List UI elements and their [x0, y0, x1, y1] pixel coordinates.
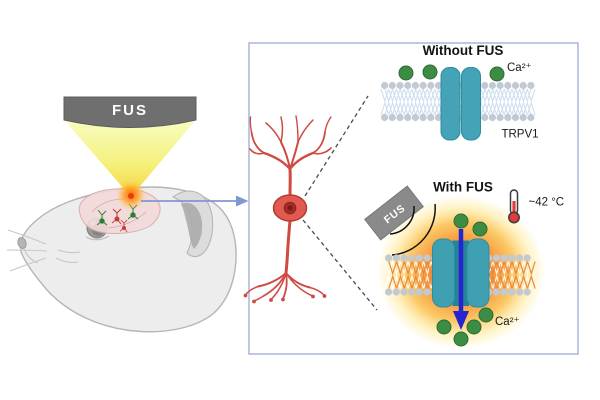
mini-neuron-red-icon: [119, 219, 128, 233]
calcium-ion: [472, 221, 488, 237]
calcium-label: Ca²⁺: [507, 62, 532, 74]
neuron-icon: [243, 115, 332, 304]
fus-mini-transducer-icon: FUS: [364, 185, 424, 241]
mini-neuron-green-icon: [96, 209, 108, 226]
calcium-ion: [466, 319, 482, 335]
without-fus-section: Without FUS Ca²⁺ TRPV1: [380, 43, 539, 141]
brain-neurons: [96, 203, 139, 233]
fus-transducer-icon: FUS: [63, 96, 197, 128]
with-fus-title: With FUS: [433, 180, 493, 195]
mini-neuron-red-icon: [111, 208, 122, 225]
fus-transducer-body: [63, 96, 197, 128]
mouse-eyelid-line: [85, 235, 110, 241]
ultrasound-cone: [66, 122, 194, 197]
temperature-label: ~42 °C: [529, 197, 565, 209]
mouse-head: [6, 186, 237, 333]
calcium-label: Ca²⁺: [495, 316, 520, 328]
focal-spot-dot: [128, 193, 134, 199]
calcium-ion: [436, 319, 452, 335]
trpv1-channel-open-icon: [432, 238, 490, 308]
calcium-influx-arrow: [453, 229, 469, 330]
dashed-guide-bottom: [302, 219, 378, 311]
sound-waves-icon: [389, 203, 436, 256]
mouse-ear-inner-icon: [181, 202, 203, 249]
without-fus-title: Without FUS: [423, 43, 504, 58]
trpv1-channel-closed-icon: [440, 67, 481, 141]
calcium-ion: [489, 66, 505, 82]
calcium-ion: [478, 307, 494, 323]
brain-cortex-line: [107, 211, 147, 229]
dashed-guide-top: [304, 95, 369, 197]
zoom-arrowhead-icon: [236, 195, 249, 207]
calcium-ion: [453, 213, 469, 229]
calcium-ion: [398, 65, 414, 81]
mouse-nose-icon: [17, 237, 27, 249]
with-fus-section: With FUS FUS ~42 °C: [364, 180, 565, 349]
calcium-ion: [422, 64, 438, 80]
zoom-arrow: [141, 195, 249, 207]
mouse-whiskers: [6, 229, 81, 272]
fus-transducer-label: FUS: [112, 102, 148, 119]
thermometer-icon: [508, 189, 520, 224]
trpv1-label: TRPV1: [501, 129, 538, 141]
calcium-ion: [453, 331, 469, 347]
